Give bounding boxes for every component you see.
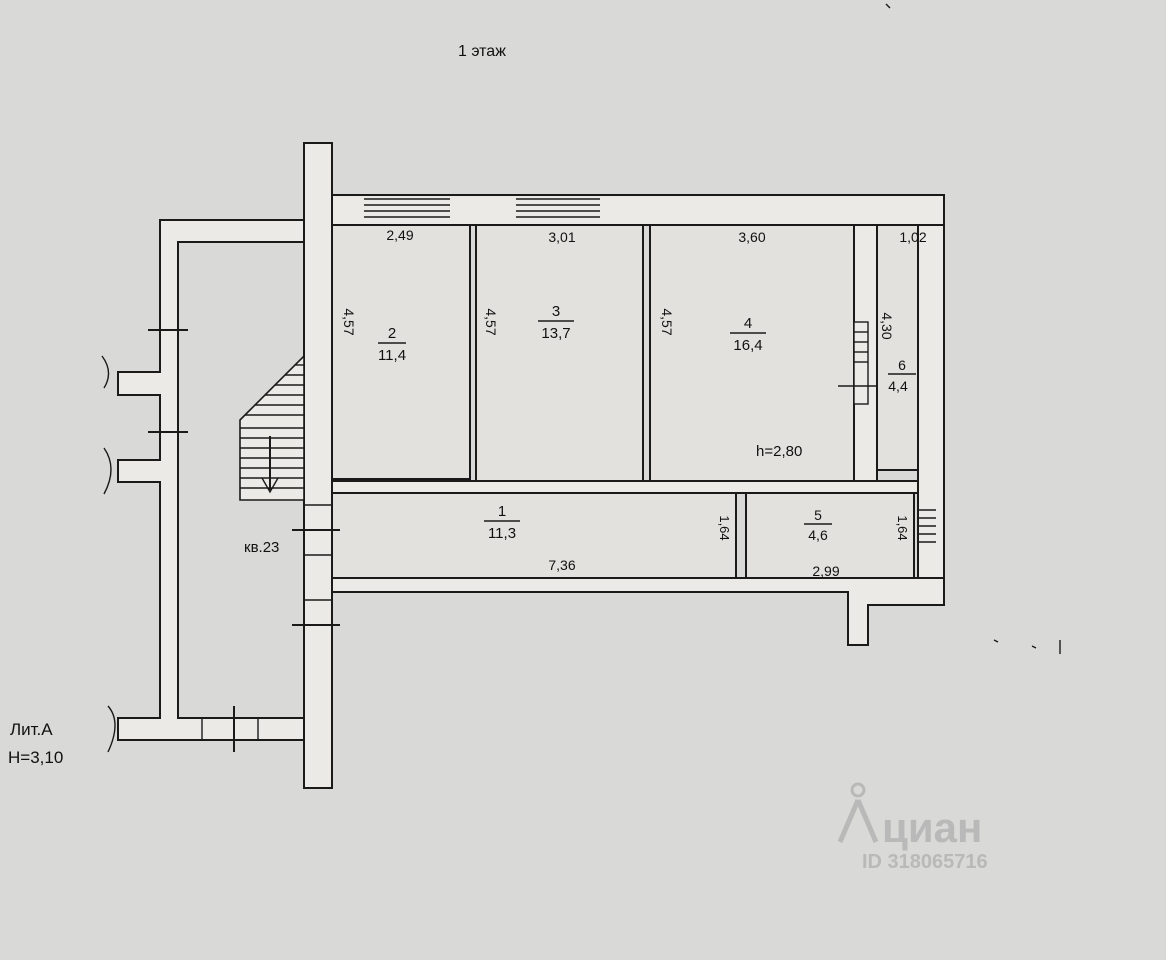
- room-3: [475, 224, 644, 482]
- building-height: H=3,10: [8, 748, 63, 767]
- watermark-id: ID 318065716: [862, 851, 988, 873]
- dim-room-4-height: 4,57: [659, 308, 675, 335]
- room-1: [331, 492, 737, 579]
- room-number: 3: [552, 303, 560, 320]
- entrance-markers: [101, 329, 340, 753]
- dim-room-5-height: 1,64: [895, 515, 910, 540]
- cian-watermark: циан ID 318065716: [837, 782, 988, 873]
- room-area: 4,6: [808, 527, 828, 543]
- room-number: 5: [814, 507, 822, 523]
- room-number: 2: [388, 325, 396, 342]
- ceiling-height: h=2,80: [756, 443, 802, 460]
- top-wall: [331, 194, 945, 226]
- room-number: 4: [744, 315, 752, 332]
- room-4-label: 4 16,4: [730, 315, 766, 354]
- room-area: 11,4: [378, 347, 406, 364]
- top-windows: [364, 198, 600, 218]
- room-number: 6: [898, 357, 906, 373]
- dim-room-5-width: 2,99: [812, 563, 839, 579]
- room-6-label: 6 4,4: [888, 357, 916, 394]
- building-label: Лит.А: [10, 720, 53, 739]
- room-1-label: 1 11,3: [484, 503, 520, 542]
- room-6: [876, 224, 919, 471]
- dim-room-3-height: 4,57: [483, 308, 499, 335]
- room-area: 13,7: [541, 325, 570, 342]
- dim-room-3-width: 3,01: [548, 229, 575, 245]
- dim-room-1-height: 1,64: [717, 515, 732, 540]
- room-area: 11,3: [488, 525, 516, 542]
- room-2-label: 2 11,4: [378, 325, 406, 364]
- dim-room-1-width: 7,36: [548, 557, 575, 573]
- right-wall: [917, 224, 945, 606]
- room-4: [649, 224, 855, 484]
- room-5-label: 5 4,6: [804, 507, 832, 543]
- staircase: [239, 354, 305, 501]
- cian-logo-icon: [837, 782, 879, 843]
- dim-room-2-height: 4,57: [341, 308, 357, 335]
- stair-block-walls: [117, 219, 305, 741]
- central-wall: [303, 142, 333, 789]
- room-area: 16,4: [733, 337, 762, 354]
- bottom-wall: [331, 577, 945, 646]
- watermark-brand: циан: [882, 804, 982, 851]
- room-2: [331, 224, 471, 480]
- stray-marks: [885, 3, 1061, 654]
- dim-room-6-width: 1,02: [899, 229, 926, 245]
- room-3-label: 3 13,7: [538, 303, 574, 342]
- room-area: 4,4: [888, 378, 908, 394]
- corridor-top-wall: [331, 480, 919, 494]
- apartment-label: кв.23: [244, 539, 279, 556]
- floor-title: 1 этаж: [458, 43, 506, 60]
- dim-room-2-width: 2,49: [386, 227, 413, 243]
- door-4-6: [838, 321, 876, 405]
- room-number: 1: [498, 503, 506, 520]
- dim-room-4-width: 3,60: [738, 229, 765, 245]
- dim-room-6-height: 4,30: [879, 312, 895, 339]
- room-5: [745, 492, 915, 579]
- door-5-right: [918, 509, 936, 543]
